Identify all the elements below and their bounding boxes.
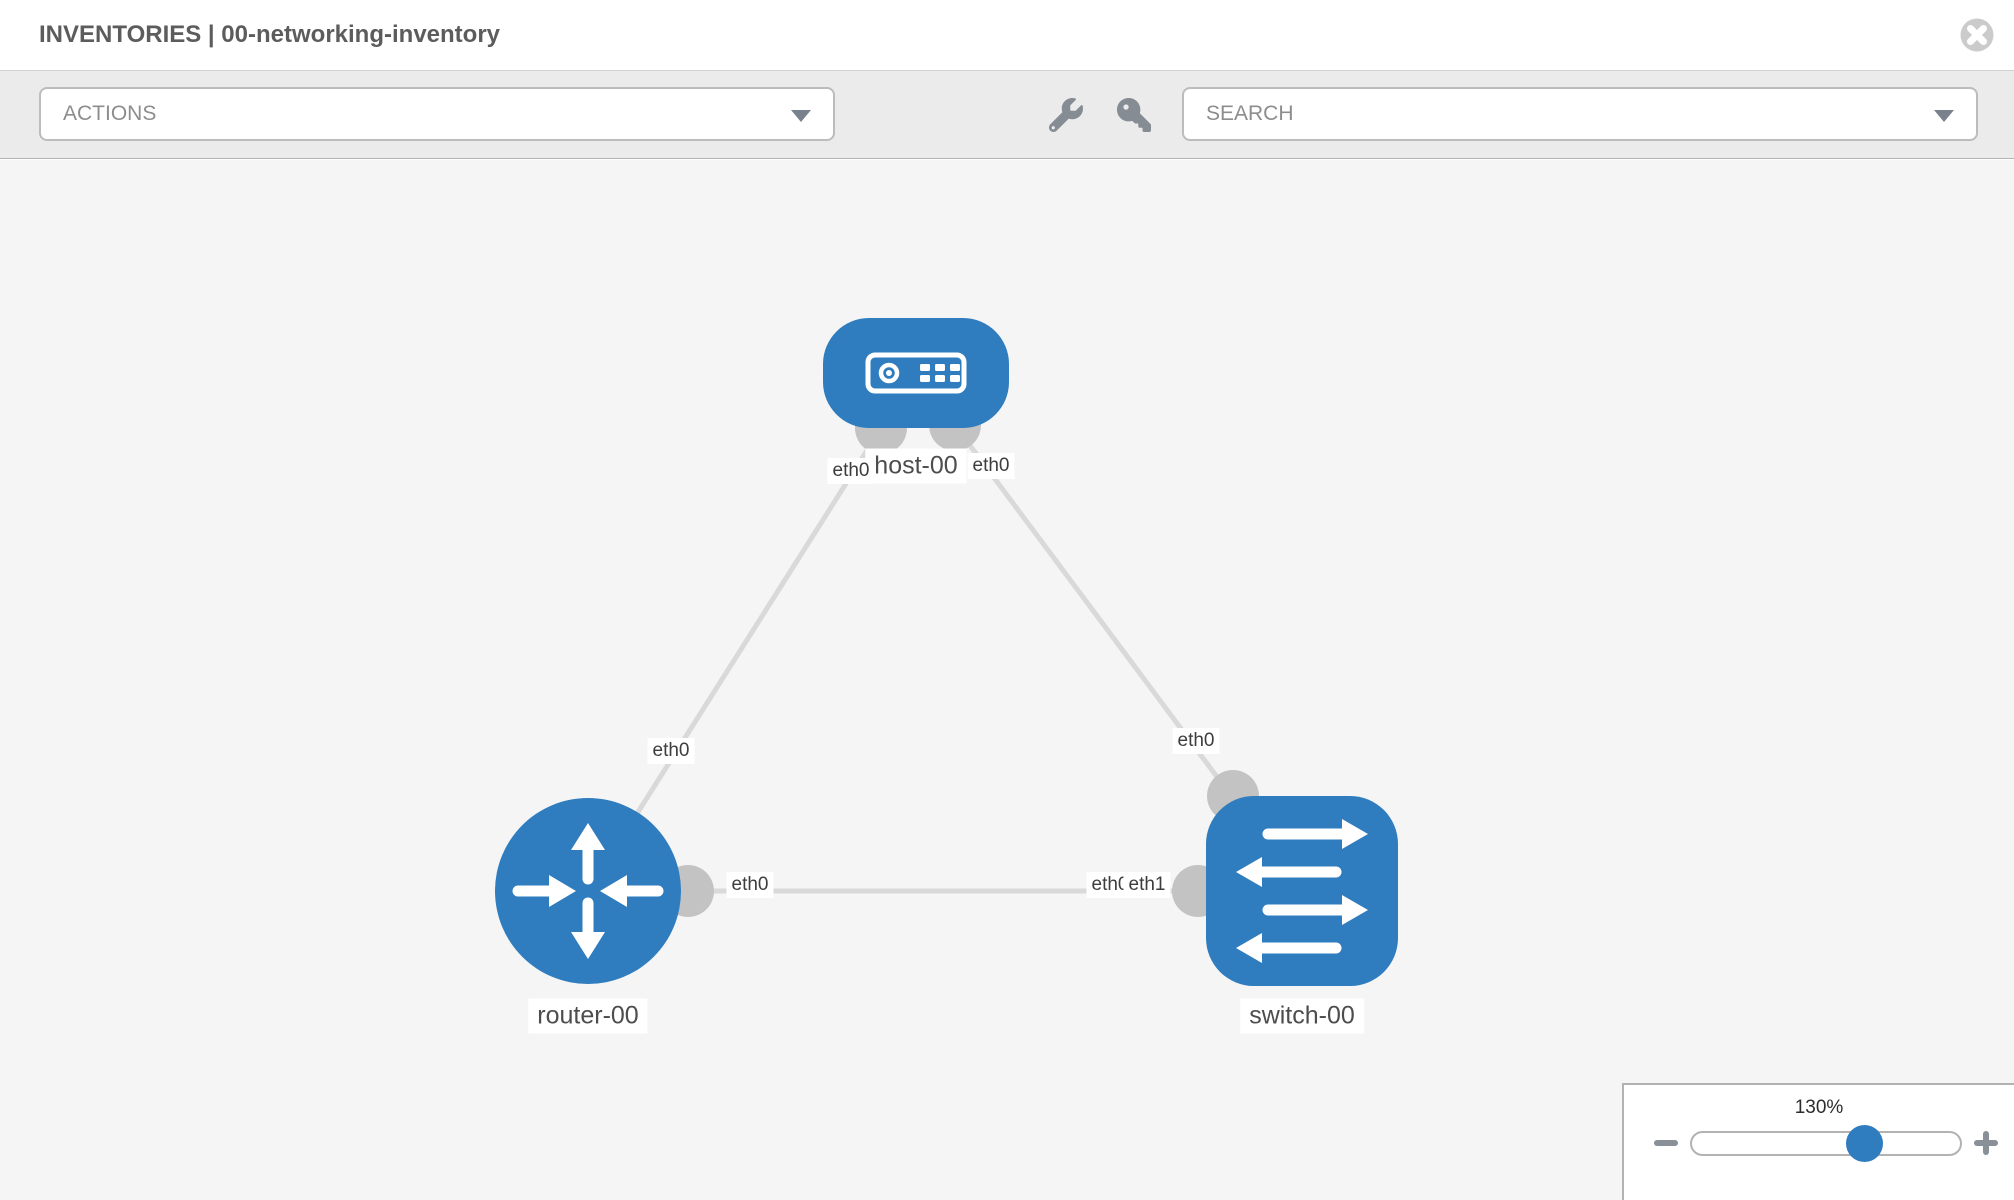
zoom-slider-thumb[interactable] (1846, 1125, 1884, 1162)
header-bar: INVENTORIES | 00-networking-inventory (0, 0, 2014, 71)
actions-dropdown[interactable]: ACTIONS (39, 87, 835, 141)
actions-dropdown-label: ACTIONS (63, 102, 157, 125)
search-dropdown[interactable]: SEARCH (1182, 87, 1978, 141)
zoom-panel: 130% (1622, 1083, 2014, 1200)
zoom-in-plus-icon[interactable] (1974, 1131, 1998, 1155)
zoom-level-value: 130% (1794, 1097, 1844, 1118)
topology-svg (495, 318, 1398, 986)
zoom-slider-track[interactable] (1690, 1131, 1962, 1156)
node-switch-00[interactable] (1206, 796, 1398, 986)
node-host-00[interactable] (823, 318, 1009, 428)
wrench-icon[interactable] (1049, 98, 1083, 132)
caret-down-icon (791, 110, 811, 122)
zoom-out-minus-icon[interactable] (1654, 1140, 1678, 1146)
close-icon[interactable] (1960, 18, 1994, 52)
caret-down-icon (1934, 110, 1954, 122)
node-router-00[interactable] (495, 798, 681, 984)
key-icon[interactable] (1117, 98, 1151, 132)
page-title: INVENTORIES | 00-networking-inventory (39, 21, 501, 48)
search-dropdown-label: SEARCH (1206, 102, 1294, 125)
toolbar: ACTIONS SEARCH (0, 71, 2014, 159)
